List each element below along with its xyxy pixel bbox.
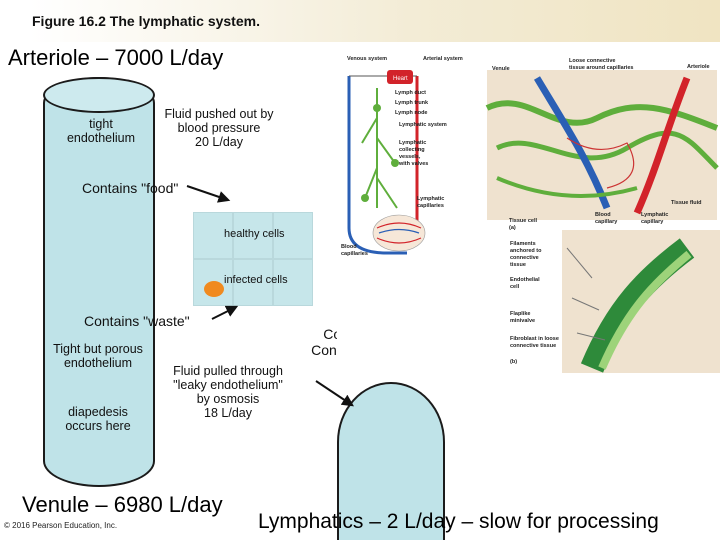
svg-text:connective tissue: connective tissue xyxy=(510,343,556,349)
svg-text:tissue: tissue xyxy=(510,262,526,268)
arteriole-vessel xyxy=(633,76,691,215)
title-banner xyxy=(30,0,720,42)
svg-text:Lymph node: Lymph node xyxy=(395,110,428,116)
lymphatics-heading: Lymphatics – 2 L/day – slow for processi… xyxy=(258,510,659,533)
infected-cell-right xyxy=(273,259,313,306)
svg-text:Lymph duct: Lymph duct xyxy=(395,90,426,96)
svg-text:Arterial system: Arterial system xyxy=(423,56,463,62)
svg-text:Tissue cell: Tissue cell xyxy=(509,218,537,224)
svg-text:Lymphatic: Lymphatic xyxy=(417,196,444,202)
lymph-tree xyxy=(361,88,398,209)
heart-icon xyxy=(387,70,413,84)
fluid-pushed-label: Fluid pushed out by blood pressure 20 L/… xyxy=(164,107,274,149)
tight-endothelium-label: tight endothelium xyxy=(66,117,136,145)
copyright-credit: © 2016 Pearson Education, Inc. xyxy=(4,521,118,530)
arrow-to-lymphatic xyxy=(315,380,354,407)
infected-cell-left xyxy=(193,259,233,306)
svg-text:Flaplike: Flaplike xyxy=(510,311,530,317)
svg-text:collecting: collecting xyxy=(399,147,425,153)
venule-heading: Venule – 6980 L/day xyxy=(22,492,223,517)
healthy-cell-mid xyxy=(233,212,273,259)
lymph-node-icon xyxy=(373,104,381,112)
svg-text:(b): (b) xyxy=(510,359,517,365)
svg-text:tissue around capillaries: tissue around capillaries xyxy=(569,65,634,71)
svg-text:minivalve: minivalve xyxy=(510,318,535,324)
svg-text:connective: connective xyxy=(510,255,539,261)
healthy-cells-label: healthy cells xyxy=(224,228,285,240)
svg-text:Endothelial: Endothelial xyxy=(510,277,540,283)
svg-text:vessels,: vessels, xyxy=(399,154,421,160)
svg-text:capillaries: capillaries xyxy=(341,251,368,257)
contains-waste-label: Contains "waste" xyxy=(84,313,190,329)
svg-text:with valves: with valves xyxy=(398,161,428,167)
tight-porous-label: Tight but porous endothelium xyxy=(53,342,143,370)
svg-text:Lymph trunk: Lymph trunk xyxy=(395,100,429,106)
arteriole-heading: Arteriole – 7000 L/day xyxy=(8,45,224,70)
svg-text:Lymphatic system: Lymphatic system xyxy=(399,122,447,128)
svg-text:Fibroblast in loose: Fibroblast in loose xyxy=(510,336,559,342)
svg-text:Blood: Blood xyxy=(595,212,611,218)
lymphatic-capillary-tube xyxy=(580,238,695,373)
svg-text:(a): (a) xyxy=(509,225,516,231)
svg-text:Heart: Heart xyxy=(393,76,408,82)
healthy-cell-left xyxy=(193,212,233,259)
svg-text:cell: cell xyxy=(510,284,520,290)
svg-text:Blood: Blood xyxy=(341,244,357,250)
svg-text:capillary: capillary xyxy=(595,219,618,225)
diapedesis-label: diapedesis occurs here xyxy=(65,405,131,433)
infected-cells-label: infected cells xyxy=(224,274,288,286)
fluid-pulled-label: Fluid pulled through "leaky endothelium"… xyxy=(173,364,283,420)
venous-loop xyxy=(347,76,407,255)
infected-cell-mid xyxy=(233,259,273,306)
arrow-from-cells xyxy=(211,305,239,320)
infected-cell-marker xyxy=(204,281,224,297)
capillary-bed xyxy=(372,214,426,252)
lymphatic-system-figure: Heart Venous system Arterial system Lymp… xyxy=(337,48,720,373)
svg-text:capillary: capillary xyxy=(641,219,664,225)
capillary-vessel xyxy=(43,77,155,487)
svg-text:Lymphatic: Lymphatic xyxy=(641,212,668,218)
vessel-opening xyxy=(43,77,155,113)
svg-text:Filaments: Filaments xyxy=(510,241,536,247)
lymphatic-vessel xyxy=(337,382,445,540)
svg-text:Arteriole: Arteriole xyxy=(687,64,710,70)
svg-text:Tissue fluid: Tissue fluid xyxy=(671,200,701,206)
svg-text:Venous system: Venous system xyxy=(347,56,387,62)
contains-food-label: Contains "food" xyxy=(82,180,179,196)
svg-text:Venule: Venule xyxy=(492,66,510,72)
figure-title: Figure 16.2 The lymphatic system. xyxy=(32,13,260,29)
arrow-to-healthy-cells xyxy=(186,185,231,203)
healthy-cell-right xyxy=(273,212,313,259)
svg-text:Lymphatic: Lymphatic xyxy=(399,140,426,146)
svg-text:anchored to: anchored to xyxy=(510,248,542,254)
svg-text:capillaries: capillaries xyxy=(417,203,444,209)
svg-text:Loose connective: Loose connective xyxy=(569,58,615,64)
